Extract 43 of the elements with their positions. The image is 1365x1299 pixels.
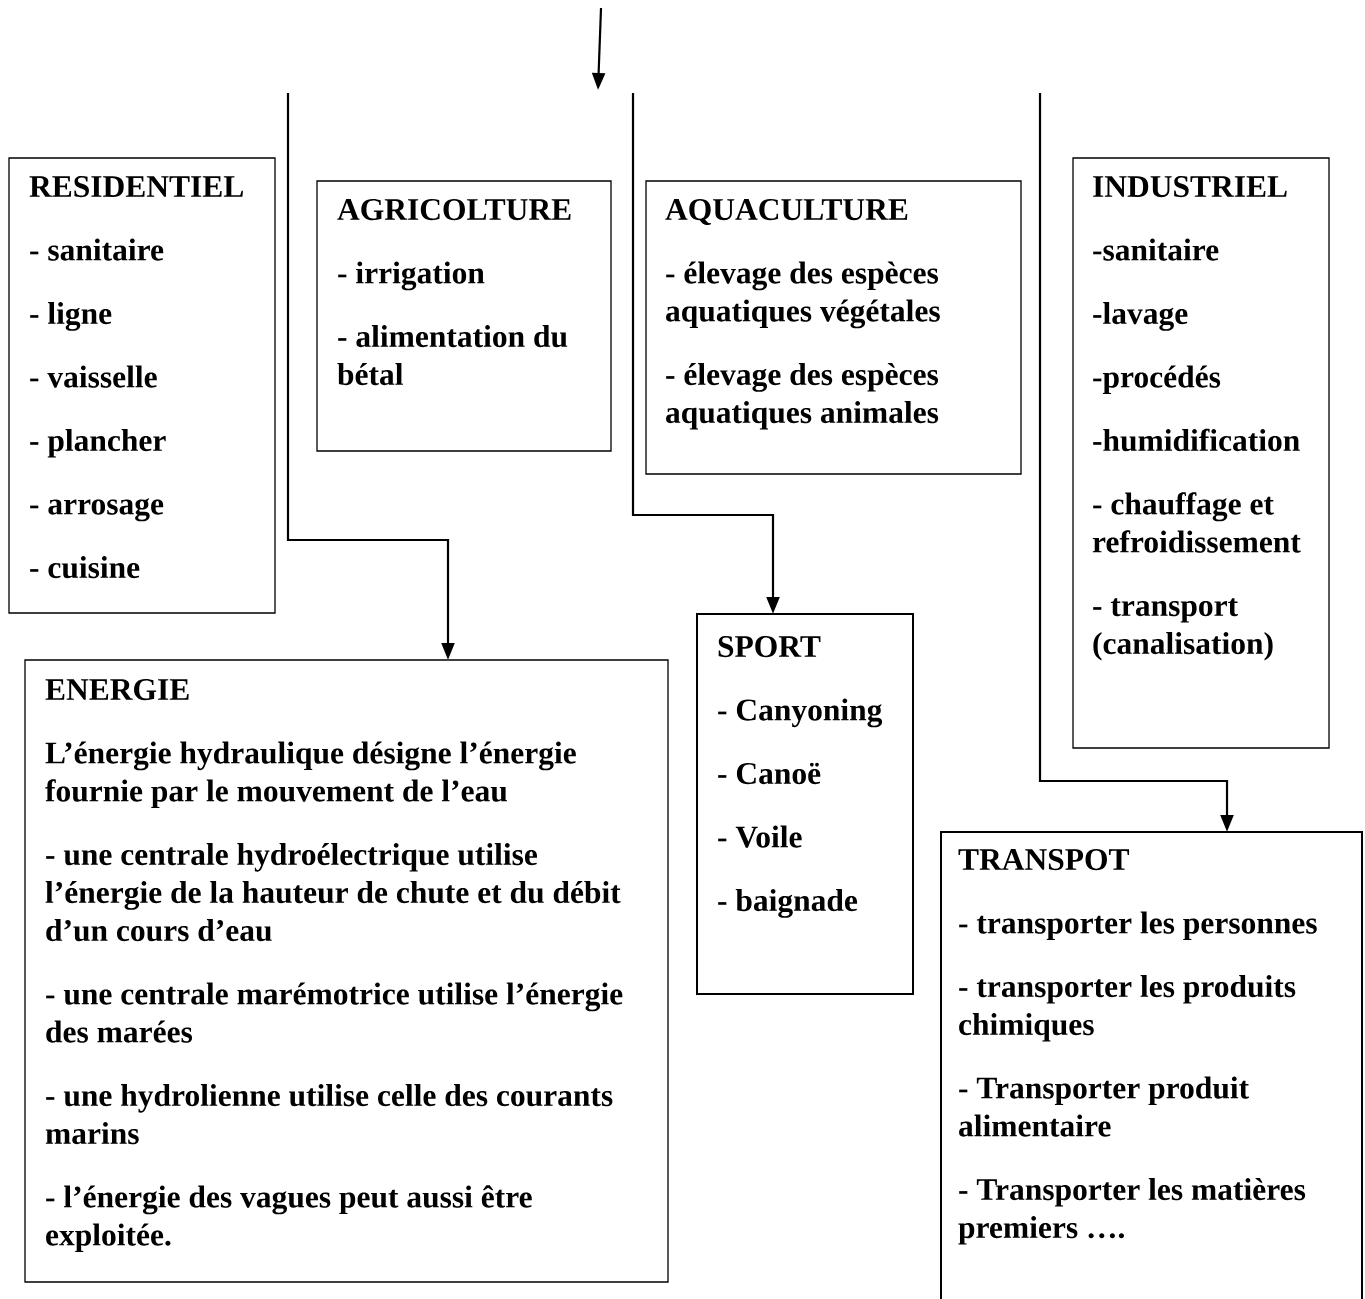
list-item: -humidification xyxy=(1093,428,1300,452)
list-item: - baignade xyxy=(718,889,858,918)
list-item: - alimentation du bétal xyxy=(337,325,568,386)
category-box xyxy=(8,157,276,614)
list-item: - Transporter produit alimentaire xyxy=(959,1076,1249,1137)
list-item: - transporter les personnes xyxy=(959,911,1317,941)
list-item: - ligne xyxy=(30,302,112,331)
list-item: - Canoë xyxy=(718,762,821,785)
list-item: - sanitaire xyxy=(30,238,164,261)
list-item: - Voile xyxy=(718,825,802,848)
box-heading: AGRICOLTURE xyxy=(337,199,571,221)
list-item: - plancher xyxy=(30,429,166,458)
list-item: - vaisselle xyxy=(30,365,157,388)
list-item: - l’énergie des vagues peut aussi être exploitée. xyxy=(46,1185,532,1253)
box-heading: RESIDENTIEL xyxy=(29,176,243,198)
category-box xyxy=(940,831,1363,1299)
box-heading: ENERGIE xyxy=(45,679,189,701)
list-item: L’énergie hydraulique désigne l’énergie fournie par le mouvement de l’eau xyxy=(45,741,576,809)
list-item: - élevage des espèces aquatiques végétales xyxy=(666,261,940,329)
category-box xyxy=(24,659,669,1283)
category-box xyxy=(696,613,914,995)
list-item: - chauffage et refroidissement xyxy=(1092,492,1301,553)
category-box xyxy=(645,180,1022,475)
list-item: - une hydrolienne utilise celle des courants marins xyxy=(45,1084,613,1145)
box-heading: SPORT xyxy=(718,636,821,658)
list-item: - Transporter les matières premiers …. xyxy=(958,1178,1306,1245)
box-heading: AQUACULTURE xyxy=(665,199,908,225)
list-item: - une centrale hydroélectrique utilise l’énergie de la hauteur de chute et du débit d’un cours d’eau xyxy=(45,843,621,942)
box-heading: TRANSPOT xyxy=(958,849,1130,871)
box-heading: INDUSTRIEL xyxy=(1093,176,1287,198)
category-box xyxy=(1072,157,1330,749)
list-item: -lavage xyxy=(1093,302,1188,331)
list-item: - arrosage xyxy=(30,498,164,522)
list-item: - irrigation xyxy=(338,261,485,291)
category-box xyxy=(316,180,612,452)
list-item: -sanitaire xyxy=(1093,238,1219,261)
list-item: - Canyoning xyxy=(718,698,883,728)
list-item: -procédés xyxy=(1093,365,1221,395)
list-item: - transporter les produits chimiques xyxy=(959,975,1296,1042)
list-item: - élevage des espèces aquatiques animales xyxy=(666,363,939,430)
list-item: - transport (canalisation) xyxy=(1093,598,1273,661)
list-item: - cuisine xyxy=(30,556,140,579)
list-item: - une centrale marémotrice utilise l’énergie des marées xyxy=(46,982,623,1043)
